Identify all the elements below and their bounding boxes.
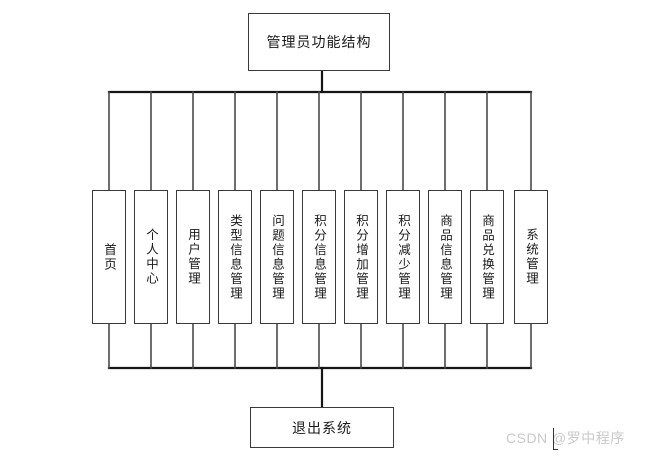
watermark-text: CSDN @罗中程序 (506, 430, 625, 446)
node-leaf-5[interactable]: 问题信息管理 (260, 190, 294, 324)
node-leaf-3-label: 用户管理 (186, 228, 200, 286)
node-leaf-11[interactable]: 系统管理 (514, 190, 548, 324)
node-leaf-1[interactable]: 首页 (92, 190, 126, 324)
node-leaf-4-label: 类型信息管理 (228, 213, 242, 301)
node-leaf-10-label: 商品兑换管理 (480, 213, 494, 301)
node-leaf-7[interactable]: 积分增加管理 (344, 190, 378, 324)
node-leaf-11-label: 系统管理 (524, 228, 538, 286)
node-exit-label: 退出系统 (292, 419, 352, 436)
node-leaf-4[interactable]: 类型信息管理 (218, 190, 252, 324)
node-root-label: 管理员功能结构 (266, 34, 372, 50)
node-leaf-5-label: 问题信息管理 (270, 213, 284, 301)
node-root[interactable]: 管理员功能结构 (248, 13, 390, 71)
node-leaf-2[interactable]: 个人中心 (134, 190, 168, 324)
node-leaf-10[interactable]: 商品兑换管理 (470, 190, 504, 324)
node-leaf-9-label: 商品信息管理 (438, 213, 452, 301)
node-exit[interactable]: 退出系统 (250, 407, 394, 448)
node-leaf-1-label: 首页 (102, 242, 116, 272)
text-caret (553, 428, 558, 450)
node-leaf-6-label: 积分信息管理 (312, 213, 326, 301)
node-leaf-7-label: 积分增加管理 (354, 213, 368, 301)
node-leaf-6[interactable]: 积分信息管理 (302, 190, 336, 324)
node-leaf-2-label: 个人中心 (144, 228, 158, 286)
node-leaf-9[interactable]: 商品信息管理 (428, 190, 462, 324)
node-leaf-3[interactable]: 用户管理 (176, 190, 210, 324)
node-leaf-8[interactable]: 积分减少管理 (386, 190, 420, 324)
node-leaf-8-label: 积分减少管理 (396, 213, 410, 301)
